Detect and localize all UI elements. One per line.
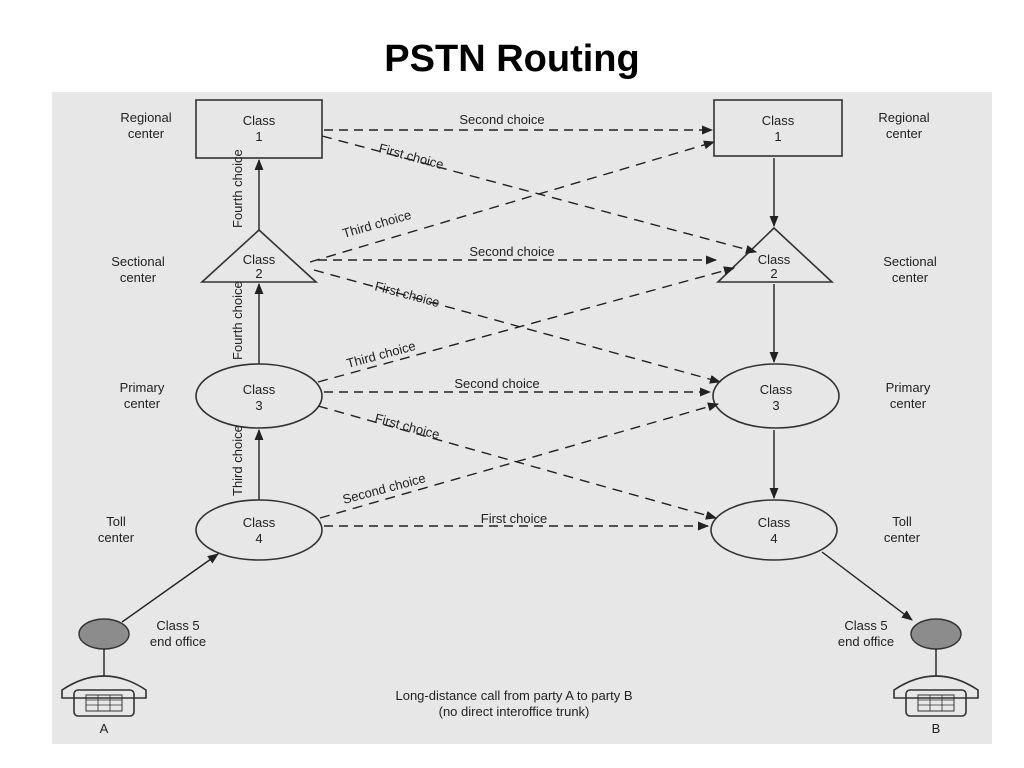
- left-fourth-choice-lower: Fourth choice: [230, 281, 245, 360]
- telephone-icon-a: [61, 675, 147, 717]
- right-end-office-line1: Class 5: [844, 618, 887, 633]
- telephone-icon-b: [893, 675, 979, 717]
- right-class2-line2: 2: [770, 266, 777, 281]
- left-class4-line1: Class: [243, 515, 276, 530]
- right-class4-line1: Class: [758, 515, 791, 530]
- left-class1-line1: Class: [243, 113, 276, 128]
- label-second-choice-3: Second choice: [454, 376, 539, 391]
- caption-line2: (no direct interoffice trunk): [439, 704, 590, 719]
- left-third-choice-vertical: Third choice: [230, 425, 245, 496]
- left-primary-label-1: Primary: [120, 380, 165, 395]
- label-first-choice-4: First choice: [481, 511, 547, 526]
- label-first-choice-1: First choice: [377, 140, 445, 172]
- right-class3-line2: 3: [772, 398, 779, 413]
- left-class2-triangle: [199, 228, 319, 283]
- right-class1-line2: 1: [774, 129, 781, 144]
- left-regional-label-2: center: [128, 126, 165, 141]
- left-primary-label-2: center: [124, 396, 161, 411]
- pstn-routing-figure: Class 1 Regional center Class 2 Sectiona…: [52, 92, 992, 744]
- right-class3-circle: [712, 363, 840, 429]
- left-hierarchy: Class 1 Regional center Class 2 Sectiona…: [98, 99, 323, 561]
- left-class4-circle: [195, 499, 323, 561]
- left-class2-line2: 2: [255, 266, 262, 281]
- left-arrow-5-to-4: [121, 553, 219, 623]
- left-sectional-label-2: center: [120, 270, 157, 285]
- left-class2-line1: Class: [243, 252, 276, 267]
- right-class4-line2: 4: [770, 531, 777, 546]
- left-class3-line1: Class: [243, 382, 276, 397]
- label-second-choice-2: Second choice: [469, 244, 554, 259]
- label-second-choice-4: Second choice: [341, 470, 427, 507]
- right-regional-label-2: center: [886, 126, 923, 141]
- end-office-right: Class 5 end office B: [821, 551, 979, 736]
- right-toll-label-2: center: [884, 530, 921, 545]
- label-first-choice-2: First choice: [373, 278, 441, 310]
- left-class3-line2: 3: [255, 398, 262, 413]
- route-l2-to-r1: [309, 140, 716, 263]
- caption-line1: Long-distance call from party A to party…: [395, 688, 632, 703]
- right-regional-label-1: Regional: [878, 110, 929, 125]
- horizontal-routes: Second choice Second choice Second choic…: [318, 112, 718, 531]
- right-class2-line1: Class: [758, 252, 791, 267]
- left-class4-line2: 4: [255, 531, 262, 546]
- right-class4-circle: [710, 499, 838, 561]
- label-second-choice-1: Second choice: [459, 112, 544, 127]
- slide-title: PSTN Routing: [384, 38, 640, 80]
- route-l4-to-r3: [319, 402, 720, 519]
- right-class2-triangle: [716, 226, 835, 283]
- left-regional-label-1: Regional: [120, 110, 171, 125]
- left-sectional-label-1: Sectional: [111, 254, 165, 269]
- right-primary-label-1: Primary: [886, 380, 931, 395]
- right-sectional-label-2: center: [892, 270, 929, 285]
- left-toll-label-1: Toll: [106, 514, 126, 529]
- label-first-choice-3: First choice: [373, 410, 441, 442]
- label-third-choice-2: Third choice: [345, 338, 417, 371]
- route-l2-to-r3: [313, 269, 722, 384]
- party-b-label: B: [932, 721, 941, 736]
- route-l3-to-r2: [317, 266, 736, 383]
- left-toll-label-2: center: [98, 530, 135, 545]
- left-end-office-node: [78, 618, 130, 650]
- end-office-left: Class 5 end office A: [61, 553, 219, 736]
- right-class1-line1: Class: [762, 113, 795, 128]
- right-hierarchy: Class 1 Regional center Class 2 Sectiona…: [710, 99, 937, 561]
- right-arrow-4-to-5: [821, 551, 913, 621]
- right-end-office-line2: end office: [838, 634, 894, 649]
- right-toll-label-1: Toll: [892, 514, 912, 529]
- left-end-office-line2: end office: [150, 634, 206, 649]
- party-a-label: A: [100, 721, 109, 736]
- routing-diagram: Class 1 Regional center Class 2 Sectiona…: [61, 99, 979, 736]
- left-class1-box: [195, 99, 323, 159]
- right-primary-label-2: center: [890, 396, 927, 411]
- left-end-office-line1: Class 5: [156, 618, 199, 633]
- left-class1-line2: 1: [255, 129, 262, 144]
- right-sectional-label-1: Sectional: [883, 254, 937, 269]
- right-class1-box: [713, 99, 843, 157]
- right-end-office-node: [910, 618, 962, 650]
- diagonal-routes: First choice Third choice First choice T…: [309, 135, 758, 520]
- left-fourth-choice-upper: Fourth choice: [230, 149, 245, 228]
- label-third-choice-1: Third choice: [341, 207, 413, 241]
- right-class3-line1: Class: [760, 382, 793, 397]
